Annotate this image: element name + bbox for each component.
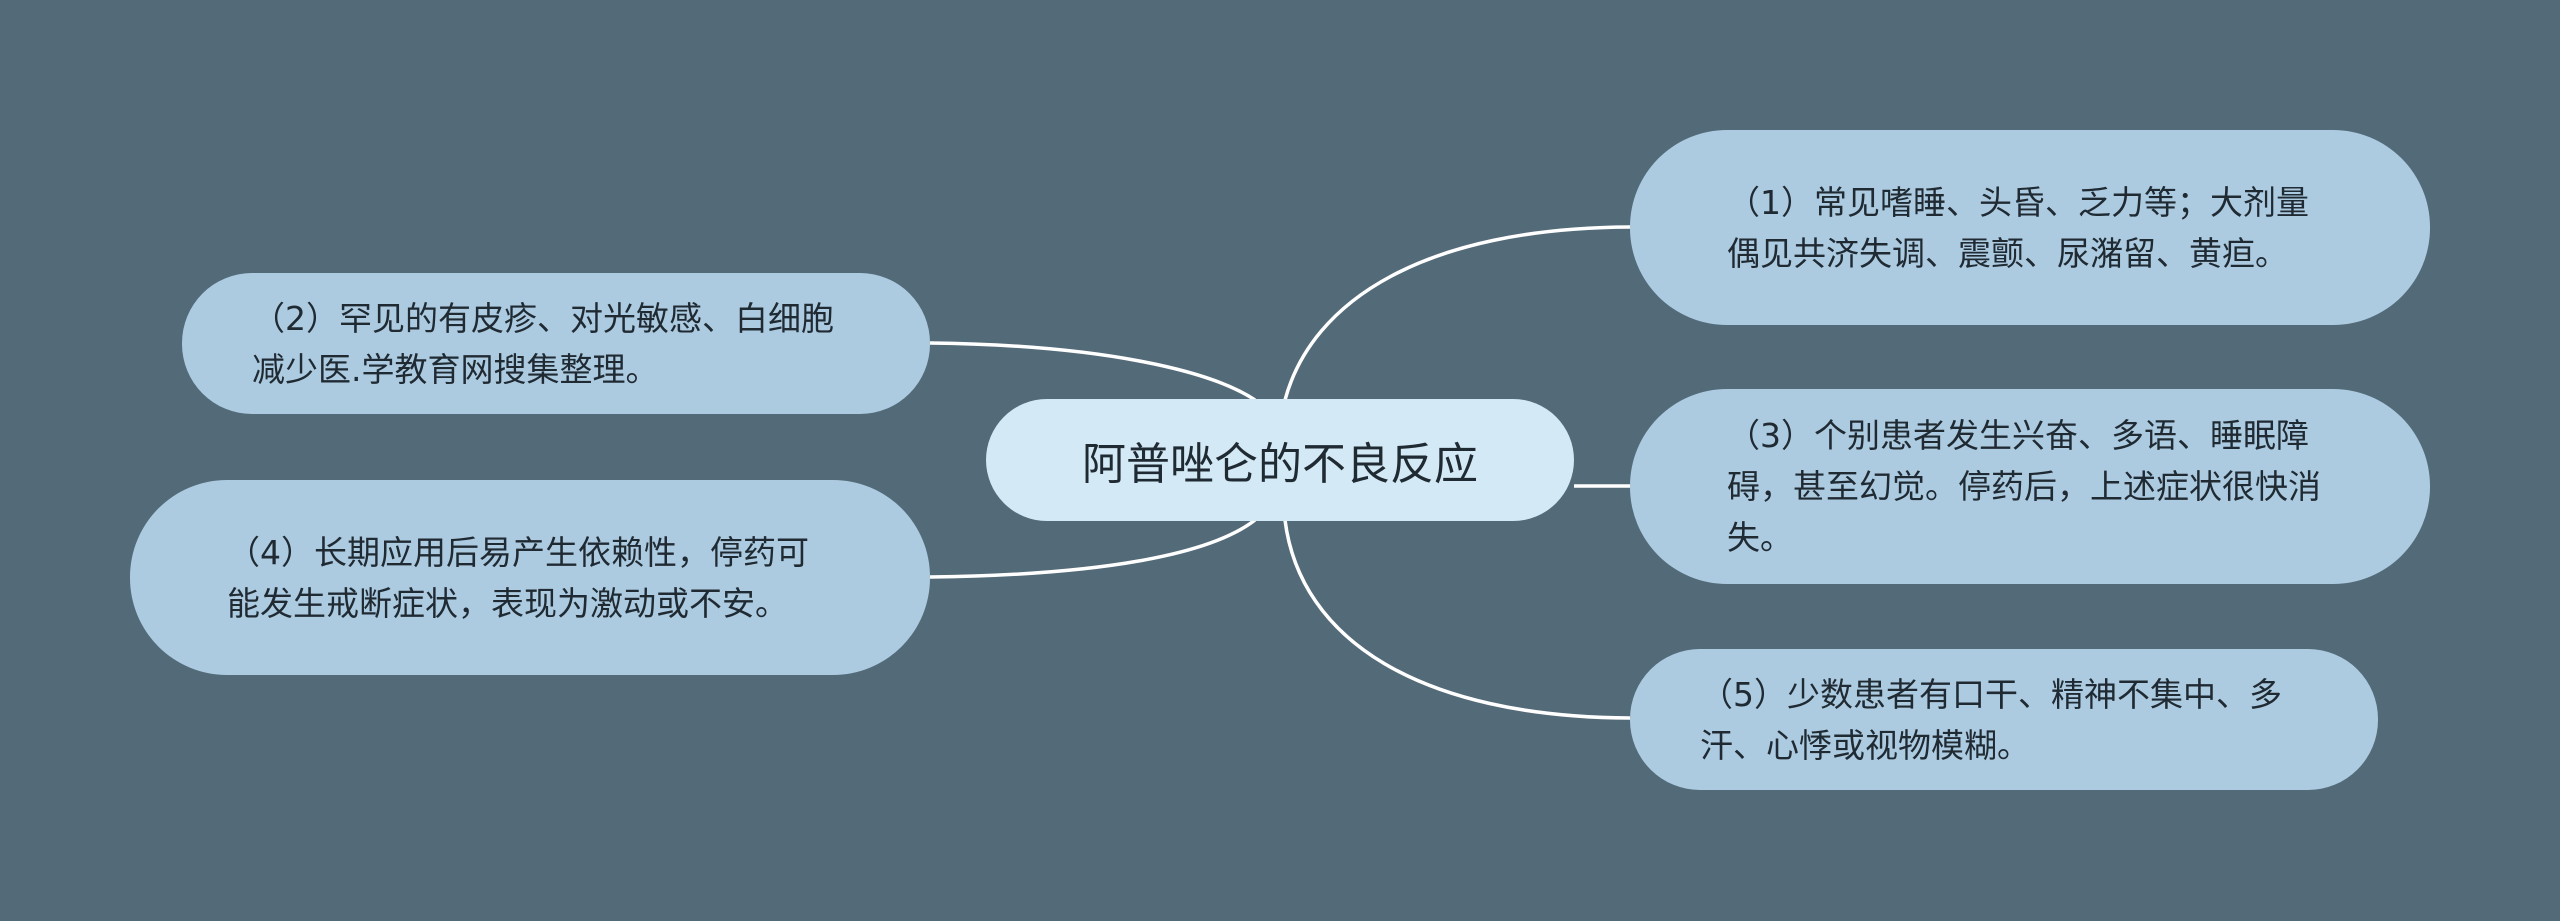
branch-node-3-text: （3）个别患者发生兴奋、多语、睡眠障碍，甚至幻觉。停药后，上述症状很快消失。 <box>1727 416 2321 557</box>
central-topic-label: 阿普唑仑的不良反应 <box>1082 439 1478 490</box>
connector-to-branch-2 <box>929 341 1256 402</box>
branch-node-5-text: （5）少数患者有口干、精神不集中、多汗、心悸或视物模糊。 <box>1700 674 2282 765</box>
connector-to-branch-1 <box>1283 225 1631 401</box>
connector-to-branch-4 <box>929 518 1257 579</box>
branch-node-1[interactable]: （1）常见嗜睡、头昏、乏力等；大剂量偶见共济失调、震颤、尿潴留、黄疸。 <box>1630 130 2430 325</box>
branch-node-4-text: （4）长期应用后易产生依赖性，停药可能发生戒断症状，表现为激动或不安。 <box>227 532 809 623</box>
branch-node-5[interactable]: （5）少数患者有口干、精神不集中、多汗、心悸或视物模糊。 <box>1630 649 2378 790</box>
central-topic[interactable]: 阿普唑仑的不良反应 <box>986 399 1574 521</box>
branch-node-1-text: （1）常见嗜睡、头昏、乏力等；大剂量偶见共济失调、震颤、尿潴留、黄疸。 <box>1727 182 2309 273</box>
branch-node-3[interactable]: （3）个别患者发生兴奋、多语、睡眠障碍，甚至幻觉。停药后，上述症状很快消失。 <box>1630 389 2430 584</box>
branch-node-2-text: （2）罕见的有皮疹、对光敏感、白细胞减少医.学教育网搜集整理。 <box>252 298 834 389</box>
connector-to-branch-5 <box>1283 519 1631 720</box>
branch-node-4[interactable]: （4）长期应用后易产生依赖性，停药可能发生戒断症状，表现为激动或不安。 <box>130 480 930 675</box>
branch-node-2[interactable]: （2）罕见的有皮疹、对光敏感、白细胞减少医.学教育网搜集整理。 <box>182 273 930 414</box>
